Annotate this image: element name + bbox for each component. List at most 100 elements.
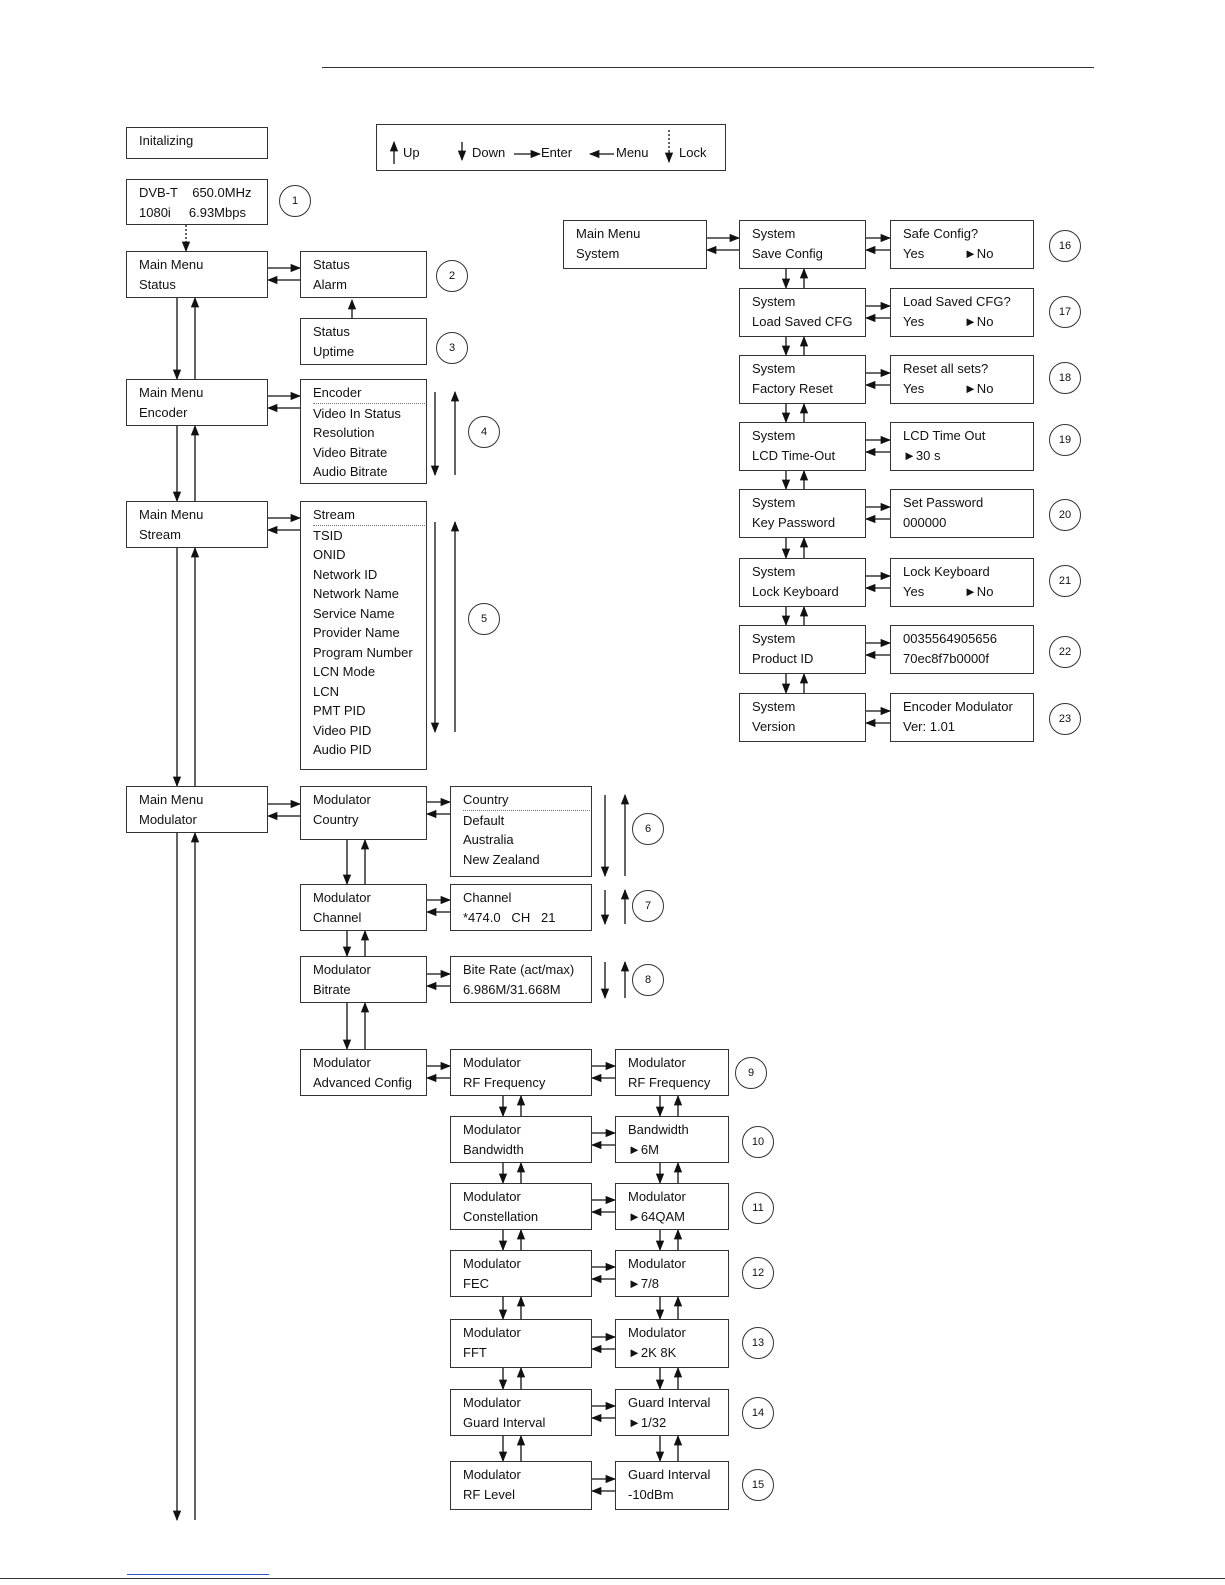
menu-box-line: System	[752, 361, 796, 376]
menu-box-line: DVB-T 650.0MHz	[139, 185, 252, 200]
menu-box-line: Country	[463, 790, 590, 811]
menu-box-line: Provider Name	[313, 625, 400, 640]
menu-box-line: Main Menu	[139, 385, 204, 400]
menu-box-line: Modulator	[463, 1467, 521, 1482]
menu-box-line: System	[752, 294, 796, 309]
menu-box-line: RF Frequency	[628, 1074, 711, 1090]
menu-box-line: ►64QAM	[628, 1208, 685, 1224]
menu-box-line: Main Menu	[139, 507, 204, 522]
menu-box-line: TSID	[313, 527, 343, 543]
menu-box-line: LCN	[313, 683, 340, 699]
menu-box-line: ►1/32	[628, 1414, 667, 1430]
menu-box-line: Modulator	[463, 1325, 521, 1340]
menu-box-sys-lcd-val: LCD Time Out►30 s	[890, 422, 1034, 471]
menu-box-line: Product ID	[752, 650, 814, 666]
footer-link-rule	[127, 1574, 269, 1575]
menu-box-line: Modulator	[463, 1395, 521, 1410]
menu-box-sys-load-val: Load Saved CFG?Yes ►No	[890, 288, 1034, 337]
menu-box-line: Status	[313, 257, 350, 272]
menu-box-line: System	[752, 226, 796, 241]
menu-box-line: Version	[752, 718, 796, 734]
legend-lock: Lock	[679, 145, 707, 160]
menu-box-line: Audio Bitrate	[313, 464, 388, 479]
callout-number: 17	[1049, 296, 1081, 328]
menu-box-line: Encoder Modulator	[903, 699, 1013, 714]
menu-box-line: Yes ►No	[903, 583, 994, 599]
menu-box-line: RF Level	[463, 1486, 516, 1502]
menu-box-adv-rflevel-val: Guard Interval-10dBm	[615, 1461, 729, 1510]
menu-box-line: Modulator	[628, 1055, 686, 1070]
callout-number: 8	[632, 964, 664, 996]
menu-box-line: LCD Time-Out	[752, 447, 836, 463]
menu-box-sys-save-val: Safe Config? Yes ►No	[890, 220, 1034, 269]
menu-box-line: Channel	[463, 890, 512, 905]
menu-box-line: Service Name	[313, 605, 395, 621]
menu-box-line: Guard Interval	[628, 1395, 711, 1410]
menu-box-line: Network Name	[313, 586, 399, 601]
menu-box-line: System	[752, 428, 796, 443]
menu-box-line: LCD Time Out	[903, 428, 986, 443]
callout-number: 7	[632, 890, 664, 922]
menu-box-line: ►2K 8K	[628, 1344, 677, 1360]
menu-box-line: Bandwidth	[628, 1122, 689, 1137]
callout-number: 12	[742, 1257, 774, 1289]
callout-number: 21	[1049, 565, 1081, 597]
menu-box-line: System	[576, 245, 620, 261]
menu-box-line: Bitrate	[313, 981, 351, 997]
callout-number: 19	[1049, 424, 1081, 456]
menu-box-line: Yes ►No	[903, 245, 994, 261]
menu-box-line: Main Menu	[139, 257, 204, 272]
menu-box-adv-gi-val: Guard Interval ►1/32	[615, 1389, 729, 1436]
menu-box-line: 000000	[903, 514, 947, 530]
menu-box-line: Modulator	[628, 1256, 686, 1271]
menu-box-line: Save Config	[752, 245, 823, 261]
menu-box-adv-fft-val: Modulator ►2K 8K	[615, 1319, 729, 1368]
callout-number: 22	[1049, 636, 1081, 668]
menu-box-line: Encoder	[313, 383, 425, 404]
menu-box-adv-rflevel: Modulator RF Level	[450, 1461, 592, 1510]
menu-box-line: Main Menu	[139, 792, 204, 807]
menu-box-line: Stream	[139, 526, 181, 542]
callout-number: 16	[1049, 230, 1081, 262]
menu-box-line: Audio PID	[313, 742, 372, 757]
menu-box-sys-reset-val: Reset all sets?Yes ►No	[890, 355, 1034, 404]
menu-box-line: Status	[313, 324, 350, 339]
menu-box-line: Safe Config?	[903, 226, 979, 241]
legend-up: Up	[403, 145, 420, 160]
menu-box-line: Constellation	[463, 1208, 539, 1224]
menu-box-line: Modulator	[463, 1055, 521, 1070]
menu-box-line: Stream	[313, 505, 425, 526]
menu-box-line: Initalizing	[139, 133, 194, 148]
menu-box-line: Modulator	[139, 811, 197, 827]
callout-number: 1	[279, 185, 311, 217]
callout-number: 5	[468, 603, 500, 635]
menu-box-line: Lock Keyboard	[752, 583, 839, 599]
menu-box-line: Lock Keyboard	[903, 564, 990, 579]
callout-number: 18	[1049, 362, 1081, 394]
menu-box-line: 6.986M/31.668M	[463, 981, 561, 997]
menu-box-line: Guard Interval	[628, 1467, 711, 1482]
menu-box-line: Modulator	[628, 1325, 686, 1340]
menu-box-line: Status	[139, 276, 176, 292]
menu-box-line: Video In Status	[313, 405, 401, 421]
menu-box-line: Modulator	[313, 962, 371, 977]
menu-box-line: Resolution	[313, 425, 375, 440]
callout-number: 2	[436, 260, 468, 292]
menu-box-line: Set Password	[903, 495, 984, 510]
callout-number: 3	[436, 332, 468, 364]
